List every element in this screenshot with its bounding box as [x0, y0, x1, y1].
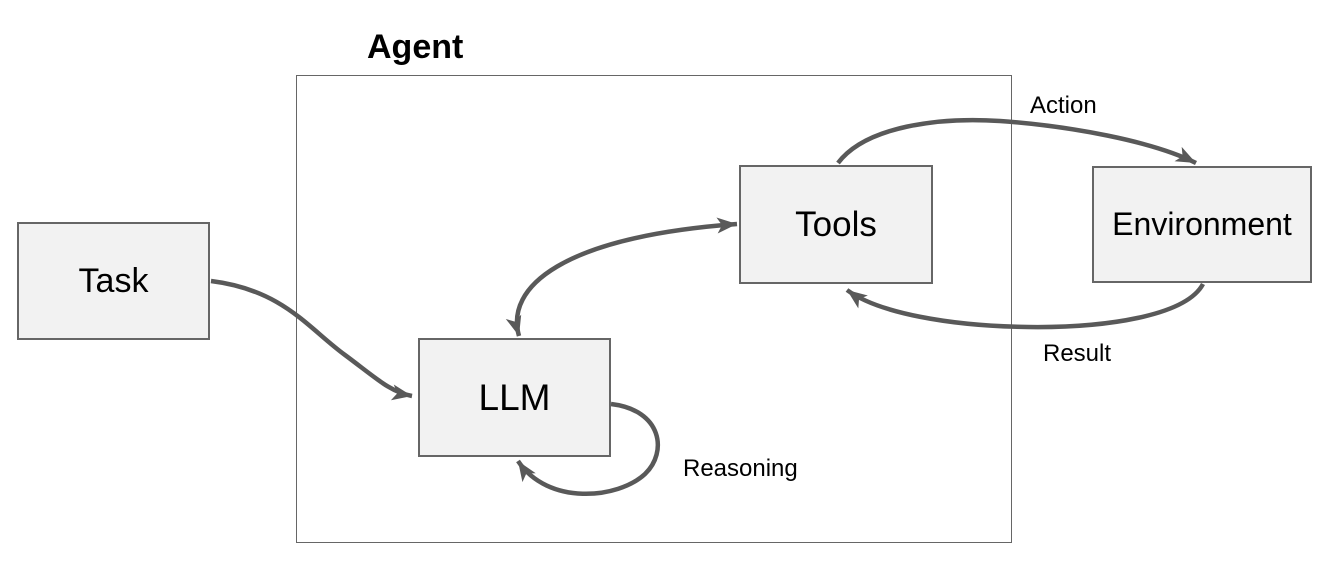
agent-container-box — [296, 75, 1012, 543]
edge-label-reasoning: Reasoning — [683, 455, 798, 482]
agent-container-title: Agent — [367, 28, 464, 66]
node-environment-label: Environment — [1112, 206, 1292, 242]
node-task: Task — [17, 222, 210, 340]
node-llm-label: LLM — [478, 376, 551, 418]
node-tools-label: Tools — [795, 204, 877, 244]
node-llm: LLM — [418, 338, 611, 457]
node-task-label: Task — [78, 261, 149, 300]
edge-label-result: Result — [1043, 340, 1112, 367]
node-tools: Tools — [739, 165, 933, 284]
node-environment: Environment — [1092, 166, 1312, 283]
edge-label-action: Action — [1030, 92, 1097, 119]
